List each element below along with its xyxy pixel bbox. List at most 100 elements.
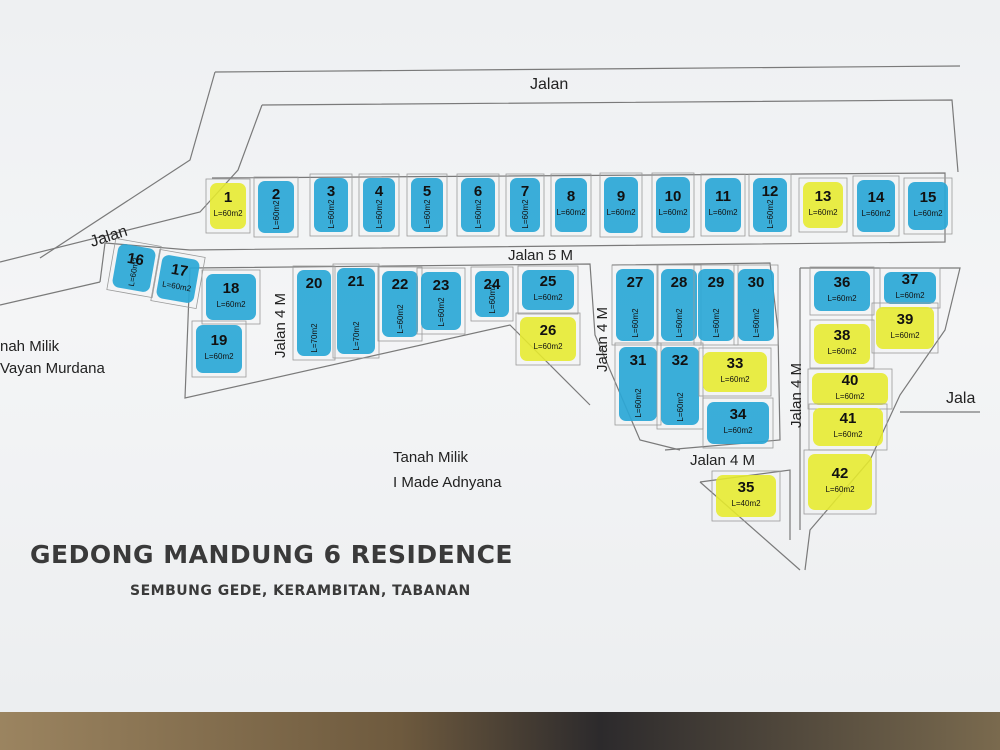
plot-area-label: L=60m2	[375, 199, 384, 229]
plot-8[interactable]: 8L=60m2	[550, 173, 592, 237]
plot-1[interactable]: 1L=60m2	[205, 178, 251, 234]
plot-outline	[702, 397, 774, 449]
plot-28[interactable]: 28L=60m2	[656, 264, 702, 346]
plot-33[interactable]: 33L=60m2	[698, 347, 772, 397]
plot-17[interactable]: 17L=60m2	[150, 248, 206, 310]
plot-13[interactable]: 13L=60m2	[798, 177, 848, 233]
plot-number: 35	[738, 479, 755, 496]
plot-number: 29	[708, 274, 725, 291]
plot-6[interactable]: 6L=60m2	[456, 173, 500, 237]
plot-area-label: L=60m2	[556, 208, 586, 217]
plot-16[interactable]: 16L=60m2	[106, 237, 162, 299]
sold-highlight	[661, 269, 697, 341]
plot-number: 7	[521, 183, 529, 200]
plot-2[interactable]: 2L=60m2	[253, 176, 299, 238]
plot-area-label: L=60m2	[474, 199, 483, 229]
plot-31[interactable]: 31L=60m2	[614, 342, 662, 426]
plot-32[interactable]: 32L=60m2	[656, 342, 704, 430]
road-label-bottom: Jalan 4 M	[690, 452, 755, 469]
sold-highlight	[475, 271, 509, 317]
sold-highlight	[297, 270, 331, 356]
plot-35[interactable]: 35L=40m2	[711, 470, 781, 522]
plots-layer: 1L=60m22L=60m23L=60m24L=60m25L=60m26L=60…	[106, 172, 953, 522]
plot-number: 13	[815, 188, 832, 205]
plot-area-label: L=60m2	[861, 209, 891, 218]
plot-12[interactable]: 12L=60m2	[748, 173, 792, 237]
plot-area-label: L=60m2	[708, 208, 738, 217]
plot-outline	[871, 302, 939, 354]
land-owner-center-line1: Tanah Milik	[393, 449, 469, 466]
plot-22[interactable]: 22L=60m2	[377, 266, 423, 342]
plot-14[interactable]: 14L=60m2	[852, 175, 900, 237]
plot-29[interactable]: 29L=60m2	[693, 264, 739, 346]
plot-area-label: L=60m2	[631, 308, 640, 338]
plot-20[interactable]: 20L=70m2	[292, 265, 336, 361]
sold-highlight	[411, 178, 443, 232]
plot-outline	[803, 449, 877, 515]
plot-area-label: L=60m2	[808, 208, 838, 217]
plot-11[interactable]: 11L=60m2	[700, 173, 746, 237]
plot-21[interactable]: 21L=70m2	[332, 263, 380, 359]
plot-19[interactable]: 19L=60m2	[191, 320, 247, 378]
plot-38[interactable]: 38L=60m2	[809, 319, 875, 369]
plot-outline	[599, 172, 643, 238]
plot-area-label: L=60m2	[825, 485, 855, 494]
sold-highlight	[705, 178, 741, 232]
plot-outline	[406, 173, 448, 237]
plot-30[interactable]: 30L=60m2	[733, 264, 779, 346]
plot-area-label: L=60m2	[766, 199, 775, 229]
plot-26[interactable]: 26L=60m2	[515, 312, 581, 366]
sold-highlight	[461, 178, 495, 232]
plot-outline	[550, 173, 592, 237]
plot-number: 26	[540, 322, 557, 339]
road-label-inner-mid: Jalan 4 M	[594, 307, 611, 372]
available-highlight	[808, 454, 872, 510]
plot-40[interactable]: 40L=60m2	[807, 368, 893, 410]
plot-outline	[309, 173, 353, 237]
plot-10[interactable]: 10L=60m2	[651, 172, 695, 238]
sold-highlight	[421, 272, 461, 330]
plot-4[interactable]: 4L=60m2	[358, 173, 400, 237]
plot-outline	[711, 470, 781, 522]
plot-outline	[253, 176, 299, 238]
plot-27[interactable]: 27L=60m2	[611, 264, 659, 346]
plot-15[interactable]: 15L=60m2	[903, 177, 953, 235]
plot-number: 32	[672, 352, 689, 369]
plot-42[interactable]: 42L=60m2	[803, 449, 877, 515]
plot-34[interactable]: 34L=60m2	[702, 397, 774, 449]
land-owner-left-line2: Vayan Murdana	[0, 360, 105, 377]
sold-highlight	[337, 268, 375, 354]
plot-7[interactable]: 7L=60m2	[505, 173, 545, 237]
sold-highlight	[206, 274, 256, 320]
available-highlight	[812, 373, 888, 405]
plot-5[interactable]: 5L=60m2	[406, 173, 448, 237]
plot-area-label: L=60m2	[521, 199, 530, 229]
plot-24[interactable]: 24L=60m2	[470, 266, 514, 322]
plot-3[interactable]: 3L=60m2	[309, 173, 353, 237]
plot-25[interactable]: 25L=60m2	[517, 265, 579, 315]
plot-number: 15	[920, 189, 937, 206]
plot-area-label: L=60m2	[216, 300, 246, 309]
plot-23[interactable]: 23L=60m2	[416, 267, 466, 335]
plot-area-label: L=70m2	[352, 321, 361, 351]
plot-36[interactable]: 36L=60m2	[809, 266, 875, 316]
site-plan-map: 1L=60m22L=60m23L=60m24L=60m25L=60m26L=60…	[0, 65, 980, 571]
sold-highlight	[619, 347, 657, 421]
plot-9[interactable]: 9L=60m2	[599, 172, 643, 238]
sold-highlight	[698, 269, 734, 341]
plot-39[interactable]: 39L=60m2	[871, 302, 939, 354]
plot-41[interactable]: 41L=60m2	[808, 403, 888, 451]
plot-number: 18	[223, 280, 240, 297]
plot-number: 24	[484, 276, 501, 293]
plot-area-label: L=60m2	[213, 209, 243, 218]
plot-number: 8	[567, 188, 575, 205]
plot-outline	[903, 177, 953, 235]
plot-number: 20	[306, 275, 323, 292]
sold-highlight	[661, 347, 699, 425]
plot-area-label: L=60m2	[396, 304, 405, 334]
plot-number: 21	[348, 273, 365, 290]
plot-37[interactable]: 37L=60m2	[879, 267, 941, 309]
plot-area-label: L=60m2	[890, 331, 920, 340]
plot-outline	[106, 237, 162, 299]
plot-18[interactable]: 18L=60m2	[201, 269, 261, 325]
